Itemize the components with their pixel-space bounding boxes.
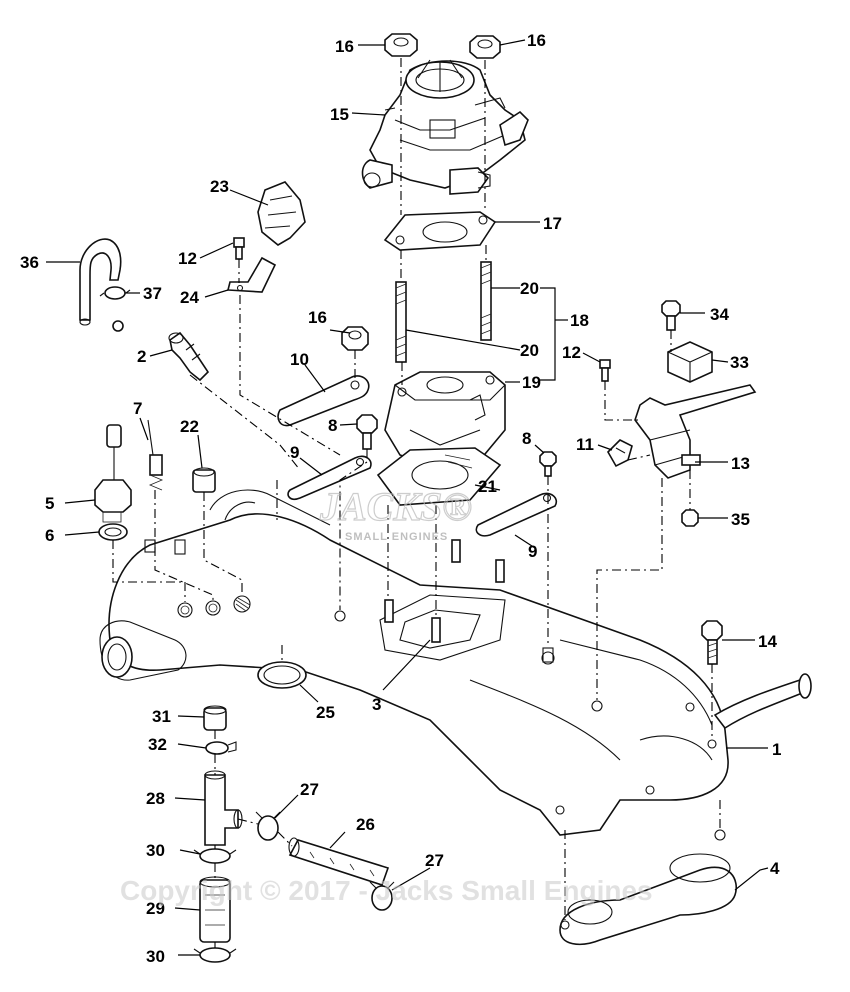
callout-16-spacer: 16	[308, 308, 327, 327]
hose-nipple-2	[168, 331, 210, 382]
carburetor-gasket	[383, 211, 497, 251]
callout-27-lower: 27	[425, 851, 444, 870]
callout-22: 22	[180, 417, 199, 436]
clamp-30-upper	[193, 848, 237, 864]
bolt-8-right	[539, 451, 557, 477]
callout-14: 14	[758, 632, 777, 651]
module-33	[667, 341, 713, 383]
callout-7: 7	[133, 399, 142, 418]
nut-16-right	[469, 35, 501, 59]
callout-29: 29	[146, 899, 165, 918]
callout-9-right: 9	[528, 542, 537, 561]
washer-6	[98, 523, 128, 541]
callout-10: 10	[290, 350, 309, 369]
intake-manifold	[99, 489, 812, 836]
callout-8-right: 8	[522, 429, 531, 448]
callout-23: 23	[210, 177, 229, 196]
watermark-logo-text: JACKS®	[319, 484, 472, 529]
callout-2: 2	[137, 347, 146, 366]
callout-36: 36	[20, 253, 39, 272]
bolt-8-left	[356, 414, 378, 450]
leader-lines	[46, 39, 769, 956]
callout-18: 18	[570, 311, 589, 330]
callout-25: 25	[316, 703, 335, 722]
callout-15: 15	[330, 105, 349, 124]
cap-31	[203, 705, 227, 731]
bolt-12-right	[599, 359, 611, 382]
callout-31: 31	[152, 707, 171, 726]
clamp-27-upper	[255, 811, 281, 841]
plug-22	[192, 467, 216, 493]
callout-19: 19	[522, 373, 541, 392]
bracket-9-right	[475, 492, 558, 537]
callout-32: 32	[148, 735, 167, 754]
nut-16-spacer	[341, 326, 369, 351]
watermark-copyright: Copyright © 2017 - Jacks Small Engines	[120, 875, 653, 906]
callout-37: 37	[143, 284, 162, 303]
callout-6: 6	[45, 526, 54, 545]
callout-35: 35	[731, 510, 750, 529]
clamp-37	[99, 286, 131, 332]
callout-8-left: 8	[328, 416, 337, 435]
clamp-32	[205, 741, 237, 755]
callout-24: 24	[180, 288, 199, 307]
callout-30-upper: 30	[146, 841, 165, 860]
callout-11: 11	[576, 435, 594, 454]
callout-3: 3	[372, 695, 381, 714]
bracket-24	[226, 256, 277, 293]
callout-16-left: 16	[335, 37, 354, 56]
clamp-30-lower	[193, 947, 237, 963]
callout-17: 17	[543, 214, 562, 233]
carburetor	[361, 59, 529, 195]
callout-5: 5	[45, 494, 54, 513]
callout-16-right: 16	[527, 31, 546, 50]
watermark-logo: JACKS® SMALL ENGINES	[318, 483, 472, 543]
clip-11	[607, 439, 633, 468]
callout-4: 4	[770, 859, 780, 878]
callout-12-left: 12	[178, 249, 197, 268]
hose-26	[288, 837, 390, 887]
carburetor-spacer	[384, 371, 506, 471]
callout-20-upper: 20	[520, 279, 539, 298]
callout-1: 1	[772, 740, 781, 759]
connector-23	[257, 181, 306, 246]
callout-30-lower: 30	[146, 947, 165, 966]
spacer-gasket	[376, 447, 502, 506]
stud-20-left	[395, 281, 407, 363]
callout-21: 21	[478, 477, 497, 496]
callout-28: 28	[146, 789, 165, 808]
callout-9-left: 9	[290, 443, 299, 462]
bolt-12-left	[233, 237, 245, 260]
callout-26: 26	[356, 815, 375, 834]
callout-12-right: 12	[562, 343, 581, 362]
bolt-14	[701, 620, 723, 665]
manifold-gasket	[559, 829, 737, 946]
bracket-13	[634, 384, 757, 479]
callout-34: 34	[710, 305, 729, 324]
hose-36	[79, 238, 122, 326]
sender-5	[94, 424, 132, 523]
bolt-34	[661, 300, 681, 331]
bracket-10	[277, 375, 370, 427]
watermark-logo-subtext: SMALL ENGINES	[345, 531, 448, 543]
callout-13: 13	[731, 454, 750, 473]
callout-27-upper: 27	[300, 780, 319, 799]
nut-16-left	[384, 33, 418, 57]
callout-33: 33	[730, 353, 749, 372]
nut-35	[681, 509, 699, 527]
o-ring-25	[257, 661, 307, 689]
bracket-9-left	[287, 455, 372, 500]
tee-28	[204, 770, 243, 846]
sensor-7	[147, 419, 164, 491]
stud-20-right	[480, 261, 492, 341]
callout-20-lower: 20	[520, 341, 539, 360]
alignment-lines	[112, 58, 721, 948]
callout-labels: 16 16 15 17 20 20 18 19 16 10 8 9 21 8 9…	[20, 31, 781, 966]
